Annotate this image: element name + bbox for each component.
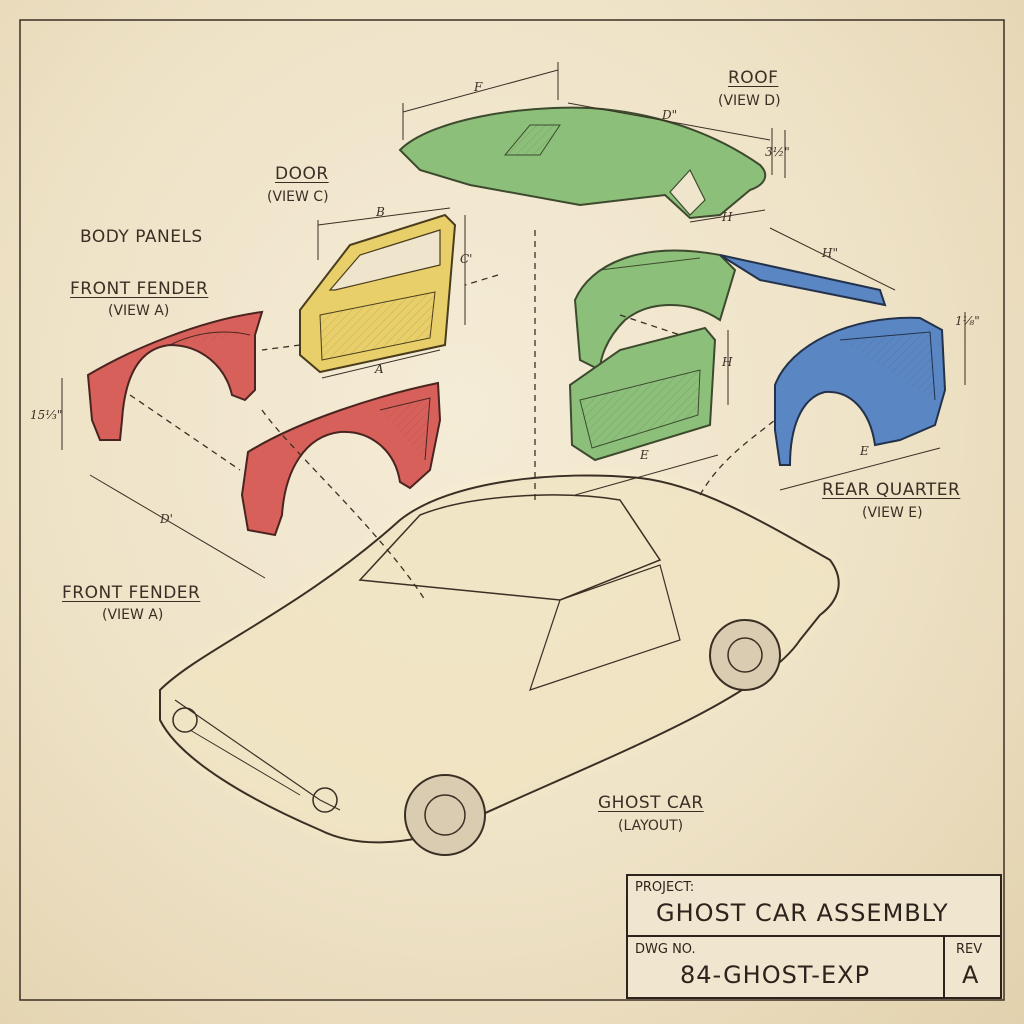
dimension-h-roof: H xyxy=(722,210,733,224)
project-label: PROJECT: xyxy=(635,880,695,895)
body-panels-heading: BODY PANELS xyxy=(80,227,203,247)
dimension-h-door: H xyxy=(722,355,733,369)
roof-panel xyxy=(398,106,767,220)
assembly-lines xyxy=(129,230,776,601)
ghost-car-view-label: (LAYOUT) xyxy=(618,818,684,834)
dimension-quarter-height: 1⅛" xyxy=(955,314,980,328)
door-panel-green xyxy=(568,326,717,462)
dimension-h-quarter: H" xyxy=(822,246,838,260)
rear-quarter-label: REAR QUARTER xyxy=(822,480,961,500)
dimension-a: A xyxy=(375,362,384,376)
ghost-car-layout xyxy=(159,474,840,856)
drawing-number: 84-GHOST-EXP xyxy=(680,961,871,989)
dimension-c: C' xyxy=(460,252,473,266)
rear-quarter-green-upper xyxy=(573,249,737,372)
rear-quarter-view-label: (VIEW E) xyxy=(862,505,923,521)
roof-label: ROOF xyxy=(728,68,779,88)
dimension-f: F xyxy=(474,80,483,94)
dimension-e-door: E xyxy=(640,448,649,462)
dimension-fender-height: 15⅓" xyxy=(30,408,63,422)
door-view-label: (VIEW C) xyxy=(267,189,329,205)
front-fender-lower xyxy=(240,381,442,537)
drawing-number-label: DWG NO. xyxy=(635,942,696,957)
dimension-lines xyxy=(61,62,966,579)
front-fender-upper xyxy=(86,310,264,441)
front-fender-bottom-view-label: (VIEW A) xyxy=(102,607,164,623)
revision-label: REV xyxy=(956,942,983,957)
ghost-car-label: GHOST CAR xyxy=(598,793,704,813)
dimension-fender-length: D' xyxy=(160,512,173,526)
revision-value: A xyxy=(962,961,979,989)
dimension-e-quarter: E xyxy=(860,444,869,458)
sheet-border xyxy=(19,19,1005,1001)
title-block xyxy=(626,874,1002,999)
dimension-roof-height: 3½" xyxy=(765,145,790,159)
front-fender-top-view-label: (VIEW A) xyxy=(108,303,170,319)
door-panel-yellow xyxy=(299,213,457,374)
rear-quarter-blue xyxy=(719,254,947,466)
front-fender-top-label: FRONT FENDER xyxy=(70,279,209,299)
door-label: DOOR xyxy=(275,164,329,184)
front-fender-bottom-label: FRONT FENDER xyxy=(62,583,201,603)
roof-view-label: (VIEW D) xyxy=(718,93,781,109)
project-name: GHOST CAR ASSEMBLY xyxy=(656,899,949,927)
dimension-b: B xyxy=(376,205,385,219)
dimension-d-roof: D" xyxy=(662,108,678,122)
